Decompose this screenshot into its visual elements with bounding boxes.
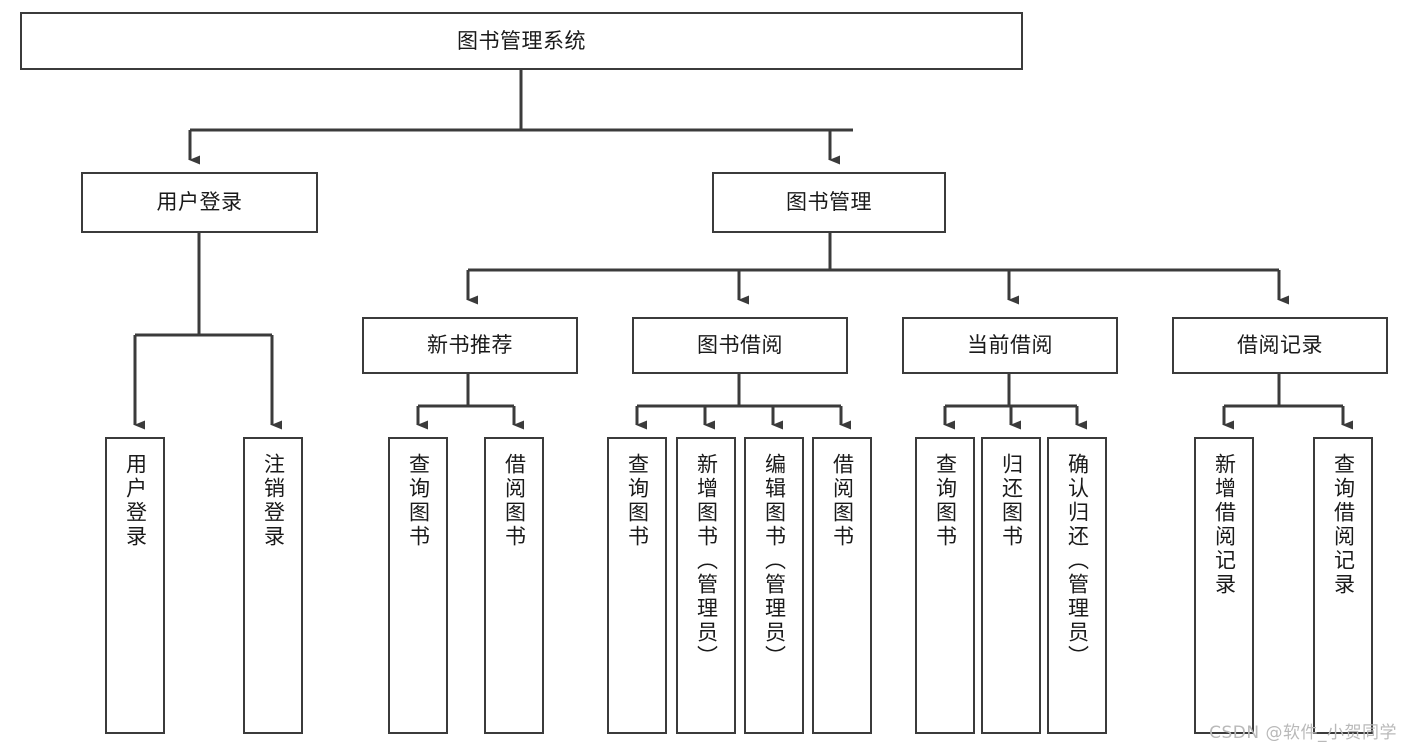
leaf-label: 查询图书: [406, 453, 431, 549]
node-user-login-label: 用户登录: [156, 190, 243, 215]
leaf-book-borrow-edit[interactable]: 编辑图书（管理员）: [744, 437, 804, 734]
leaf-label: 归还图书: [999, 453, 1024, 549]
leaf-label: 注销登录: [261, 453, 286, 549]
leaf-label: 新增图书（管理员）: [694, 453, 719, 669]
leaf-label: 确认归还（管理员）: [1065, 453, 1090, 669]
leaf-label: 借阅图书: [830, 453, 855, 549]
leaf-new-book-query[interactable]: 查询图书: [388, 437, 448, 734]
leaf-book-borrow-borrow[interactable]: 借阅图书: [812, 437, 872, 734]
leaf-user-login-signout[interactable]: 注销登录: [243, 437, 303, 734]
leaf-user-login-signin[interactable]: 用户登录: [105, 437, 165, 734]
node-book-management[interactable]: 图书管理: [712, 172, 946, 233]
node-current-borrow-label: 当前借阅: [967, 333, 1053, 358]
node-current-borrow[interactable]: 当前借阅: [902, 317, 1118, 374]
leaf-label: 查询图书: [933, 453, 958, 549]
leaf-borrow-record-add[interactable]: 新增借阅记录: [1194, 437, 1254, 734]
leaf-label: 查询借阅记录: [1331, 453, 1356, 597]
node-new-book-recommend-label: 新书推荐: [427, 333, 513, 358]
node-new-book-recommend[interactable]: 新书推荐: [362, 317, 578, 374]
leaf-current-borrow-return[interactable]: 归还图书: [981, 437, 1041, 734]
leaf-label: 用户登录: [123, 453, 148, 549]
leaf-current-borrow-query[interactable]: 查询图书: [915, 437, 975, 734]
node-user-login[interactable]: 用户登录: [81, 172, 318, 233]
node-book-borrow-label: 图书借阅: [697, 333, 783, 358]
leaf-borrow-record-query[interactable]: 查询借阅记录: [1313, 437, 1373, 734]
leaf-book-borrow-query[interactable]: 查询图书: [607, 437, 667, 734]
node-borrow-record[interactable]: 借阅记录: [1172, 317, 1388, 374]
node-book-borrow[interactable]: 图书借阅: [632, 317, 848, 374]
node-book-management-label: 图书管理: [786, 190, 872, 215]
node-root-label: 图书管理系统: [457, 28, 586, 53]
leaf-label: 编辑图书（管理员）: [762, 453, 787, 669]
leaf-label: 新增借阅记录: [1212, 453, 1237, 597]
leaf-current-borrow-confirm-return[interactable]: 确认归还（管理员）: [1047, 437, 1107, 734]
node-borrow-record-label: 借阅记录: [1237, 333, 1323, 358]
leaf-new-book-borrow[interactable]: 借阅图书: [484, 437, 544, 734]
node-root[interactable]: 图书管理系统: [20, 12, 1023, 70]
leaf-label: 查询图书: [625, 453, 650, 549]
leaf-book-borrow-add[interactable]: 新增图书（管理员）: [676, 437, 736, 734]
leaf-label: 借阅图书: [502, 453, 527, 549]
